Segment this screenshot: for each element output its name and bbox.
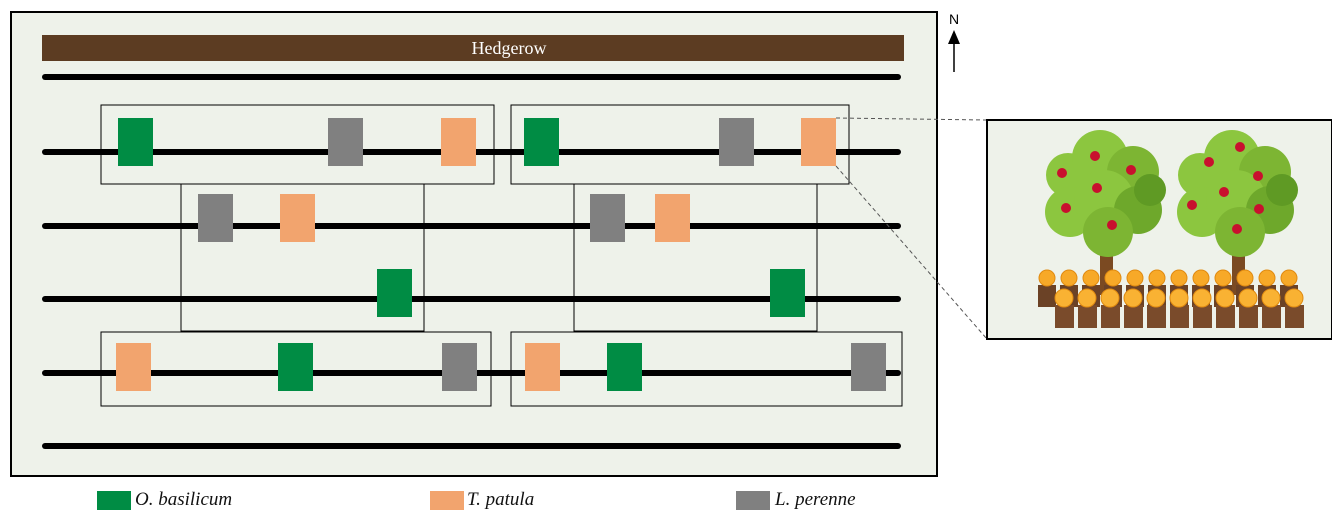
callout-lines [835, 117, 988, 340]
plot-block [573, 183, 818, 332]
o-basilicum-plot [770, 269, 805, 317]
plot-block [180, 183, 425, 332]
apple-tree-icon [1045, 130, 1166, 295]
plot-block [100, 331, 492, 407]
legend-swatch-l-perenne [736, 491, 770, 510]
legend-label-l-perenne: L. perenne [775, 489, 856, 510]
legend-swatch-o-basilicum [97, 491, 131, 510]
o-basilicum-plot [377, 269, 412, 317]
l-perenne-plot [328, 118, 363, 166]
inset-panel [986, 119, 1332, 340]
plot-blocks [100, 104, 903, 407]
north-arrow-icon: N [948, 11, 960, 72]
l-perenne-plot [719, 118, 754, 166]
t-patula-plot [525, 343, 560, 391]
svg-text:N: N [949, 11, 959, 27]
o-basilicum-plot [607, 343, 642, 391]
t-patula-plot [655, 194, 690, 242]
legend-label-o-basilicum: O. basilicum [135, 489, 233, 510]
o-basilicum-plot [524, 118, 559, 166]
t-patula-plot [280, 194, 315, 242]
legend-label-t-patula: T. patula [467, 489, 535, 510]
l-perenne-plot [198, 194, 233, 242]
t-patula-plot [116, 343, 151, 391]
t-patula-plot [441, 118, 476, 166]
apple-tree-icon [1177, 130, 1298, 295]
l-perenne-plot [442, 343, 477, 391]
hedgerow-label: Hedgerow [472, 38, 547, 58]
field-area [10, 11, 938, 477]
legend-swatch-t-patula [430, 491, 464, 510]
l-perenne-plot [590, 194, 625, 242]
plant-plots [116, 118, 886, 391]
potted-marigold-icon [1054, 288, 1304, 328]
plot-block [510, 331, 903, 407]
t-patula-plot [801, 118, 836, 166]
hedgerow-bar [42, 35, 904, 61]
o-basilicum-plot [278, 343, 313, 391]
l-perenne-plot [851, 343, 886, 391]
o-basilicum-plot [118, 118, 153, 166]
